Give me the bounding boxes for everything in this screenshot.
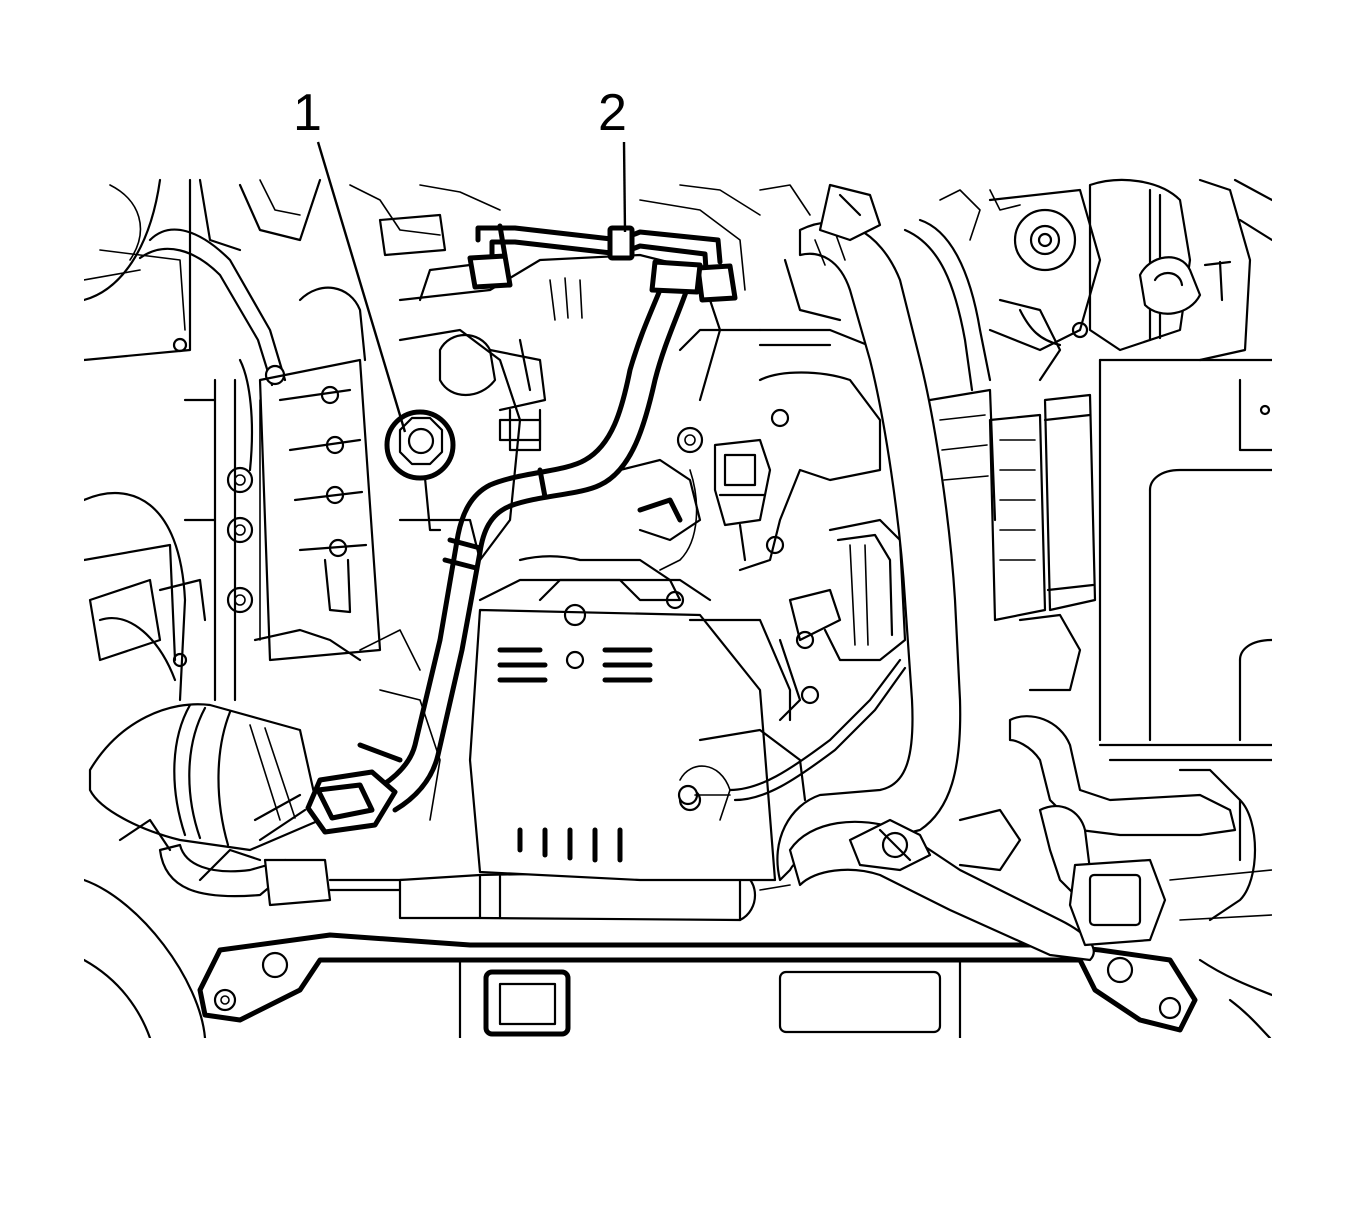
callout-1-label: 1 [293, 84, 322, 142]
callout-1-leader [316, 141, 407, 433]
callout-1: 1 [293, 84, 407, 433]
callout-2-label: 2 [598, 84, 627, 142]
vent-hose-assembly [253, 223, 738, 842]
callout-2-leader [622, 141, 627, 233]
callout-2: 2 [598, 84, 627, 233]
engine-bay-linework [84, 178, 1272, 1038]
